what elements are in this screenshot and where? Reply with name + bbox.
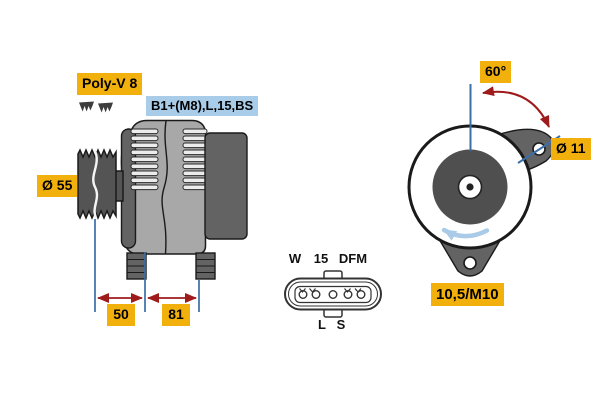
connector-pins	[298, 288, 366, 300]
connector-pinout	[284, 270, 382, 318]
shaft-center-dot	[466, 183, 474, 191]
rear-housing	[204, 132, 248, 240]
belt-profile-icon	[79, 101, 113, 113]
alternator-rear-view	[407, 84, 561, 277]
pulley-diameter-label: Ø 55	[37, 175, 78, 197]
dimension-50-label: 50	[107, 304, 135, 326]
poly-v-pulley	[77, 148, 117, 220]
hole-diameter-label: Ø 11	[551, 138, 591, 160]
pin-label-15: 15	[313, 251, 329, 266]
pulley-belt-type-label: Poly-V 8	[77, 73, 143, 95]
lug-hole	[463, 256, 477, 270]
alternator-side-view	[77, 101, 248, 312]
dimension-81-label: 81	[162, 304, 190, 326]
casing-seam	[161, 120, 168, 255]
angle-arc-arrow	[482, 86, 550, 128]
pin-label-s: S	[336, 317, 346, 332]
mounting-feet	[126, 252, 216, 280]
pin-label-w: W	[288, 251, 302, 266]
pin-label-l: L	[318, 317, 326, 332]
angle-60-label: 60°	[480, 61, 512, 83]
terminal-designation-label: B1+(M8),L,15,BS	[146, 96, 259, 117]
dimension-lines	[94, 219, 200, 312]
pin-label-dfm: DFM	[338, 251, 368, 266]
pulley-break-line	[92, 149, 99, 220]
rotation-arrow-icon	[441, 227, 490, 241]
mounting-hole-label: 10,5/M10	[431, 283, 504, 306]
